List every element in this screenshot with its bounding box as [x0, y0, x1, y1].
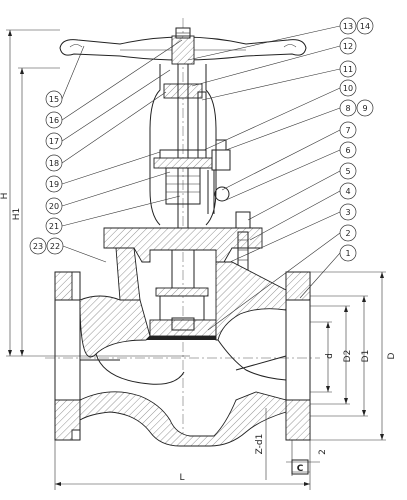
leader-20: [61, 171, 171, 207]
callout-8-label: 8: [345, 104, 350, 113]
callout-10-label: 10: [343, 84, 353, 93]
callout-2: 2: [339, 224, 357, 242]
callout-13-14: 13 14: [339, 17, 374, 35]
callout-21: 21: [45, 217, 63, 235]
dimension-2-label: 2: [318, 449, 328, 455]
dimension-d1-label: D1: [361, 350, 371, 363]
leader-13-14: [187, 25, 341, 61]
callout-18-label: 18: [49, 159, 59, 168]
callout-20-label: 20: [49, 202, 59, 211]
dimension-lines: [6, 29, 386, 490]
callout-9-label: 9: [362, 104, 367, 113]
callout-4-label: 4: [345, 187, 350, 196]
callout-18: 18: [45, 154, 63, 172]
callout-3-label: 3: [345, 208, 350, 217]
callout-7: 7: [339, 121, 357, 139]
leader-1: [299, 252, 341, 299]
leader-2: [207, 232, 341, 331]
leader-17: [61, 69, 171, 142]
callout-14-label: 14: [360, 22, 370, 31]
leader-4: [249, 190, 341, 241]
disc-assembly: [146, 249, 218, 340]
callout-17: 17: [45, 132, 63, 150]
callout-11-label: 11: [343, 65, 353, 74]
leader-16: [61, 39, 183, 121]
leader-11: [201, 68, 341, 101]
callout-leaders: [61, 25, 341, 331]
leader-18: [61, 91, 167, 164]
dimension-h-label: H: [0, 193, 10, 200]
callout-13-label: 13: [343, 22, 353, 31]
dimension-d-label: d: [325, 353, 335, 359]
valve-body: [54, 261, 311, 447]
callout-6-label: 6: [345, 146, 350, 155]
callout-23-label: 23: [33, 242, 43, 251]
handwheel: [59, 27, 307, 65]
leader-6: [225, 149, 341, 201]
callout-5: 5: [339, 162, 357, 180]
callout-17-label: 17: [49, 137, 59, 146]
callout-16-label: 16: [49, 116, 59, 125]
leader-12: [191, 45, 341, 87]
leader-10: [203, 87, 341, 151]
dimension-d2-label: D2: [343, 350, 353, 363]
callout-1: 1: [339, 244, 357, 262]
leader-22: [62, 245, 107, 263]
callout-11: 11: [339, 60, 357, 78]
callout-19-label: 19: [49, 180, 59, 189]
callout-16: 16: [45, 111, 63, 129]
leader-15: [61, 45, 85, 100]
dimension-h1-label: H1: [12, 208, 22, 221]
callout-10: 10: [339, 79, 357, 97]
dimension-l-label: L: [179, 473, 184, 483]
callout-22-label: 22: [50, 242, 60, 251]
callout-19: 19: [45, 175, 63, 193]
callout-2-label: 2: [345, 229, 350, 238]
leader-8-9: [225, 107, 341, 151]
leader-19: [61, 151, 161, 185]
callout-15-label: 15: [49, 95, 59, 104]
dimension-z-d1-label: Z-d1: [255, 434, 265, 455]
callout-6: 6: [339, 141, 357, 159]
leader-7: [221, 129, 341, 191]
dimension-d-outer-label: D: [387, 352, 397, 359]
callout-21-label: 21: [49, 222, 59, 231]
callout-20: 20: [45, 197, 63, 215]
callout-1-label: 1: [345, 249, 350, 258]
callout-5-label: 5: [345, 167, 350, 176]
dimension-c-box: [291, 459, 309, 475]
leader-21: [61, 195, 181, 227]
callout-12: 12: [339, 37, 357, 55]
callout-4: 4: [339, 182, 357, 200]
leader-3: [229, 211, 341, 263]
callout-7-label: 7: [345, 126, 350, 135]
leader-5: [247, 170, 341, 221]
bonnet: [103, 211, 263, 301]
callout-23-22: 23 22: [29, 237, 64, 255]
dimension-c-label: C: [297, 464, 304, 474]
callout-15: 15: [45, 90, 63, 108]
callout-12-label: 12: [343, 42, 353, 51]
callout-3: 3: [339, 203, 357, 221]
callout-8-9: 8 9: [339, 99, 374, 117]
yoke-and-stem: [149, 64, 231, 250]
